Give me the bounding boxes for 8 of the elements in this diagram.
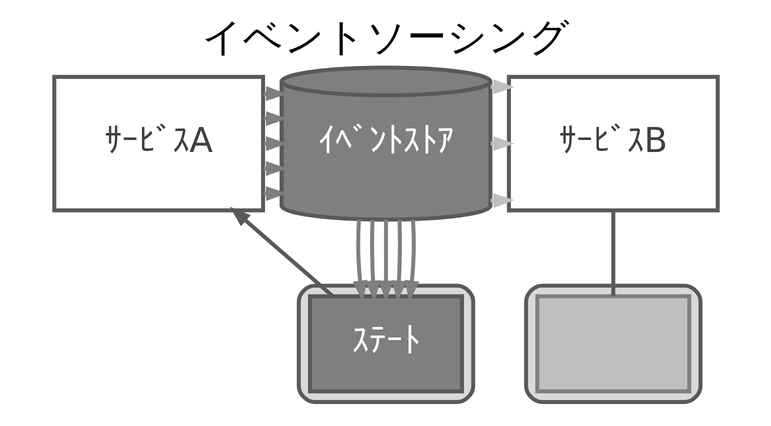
node-box: ｽﾃｰﾄ: [308, 294, 464, 394]
connector: [610, 210, 615, 296]
cluster: [296, 284, 475, 404]
node-box: ｻｰﾋﾞｽB: [506, 74, 720, 212]
node-box: ｻｰﾋﾞｽA: [52, 74, 265, 212]
node-box: [534, 294, 691, 394]
cluster: [524, 284, 702, 404]
diagram-title: イベントソーシング: [202, 14, 570, 60]
